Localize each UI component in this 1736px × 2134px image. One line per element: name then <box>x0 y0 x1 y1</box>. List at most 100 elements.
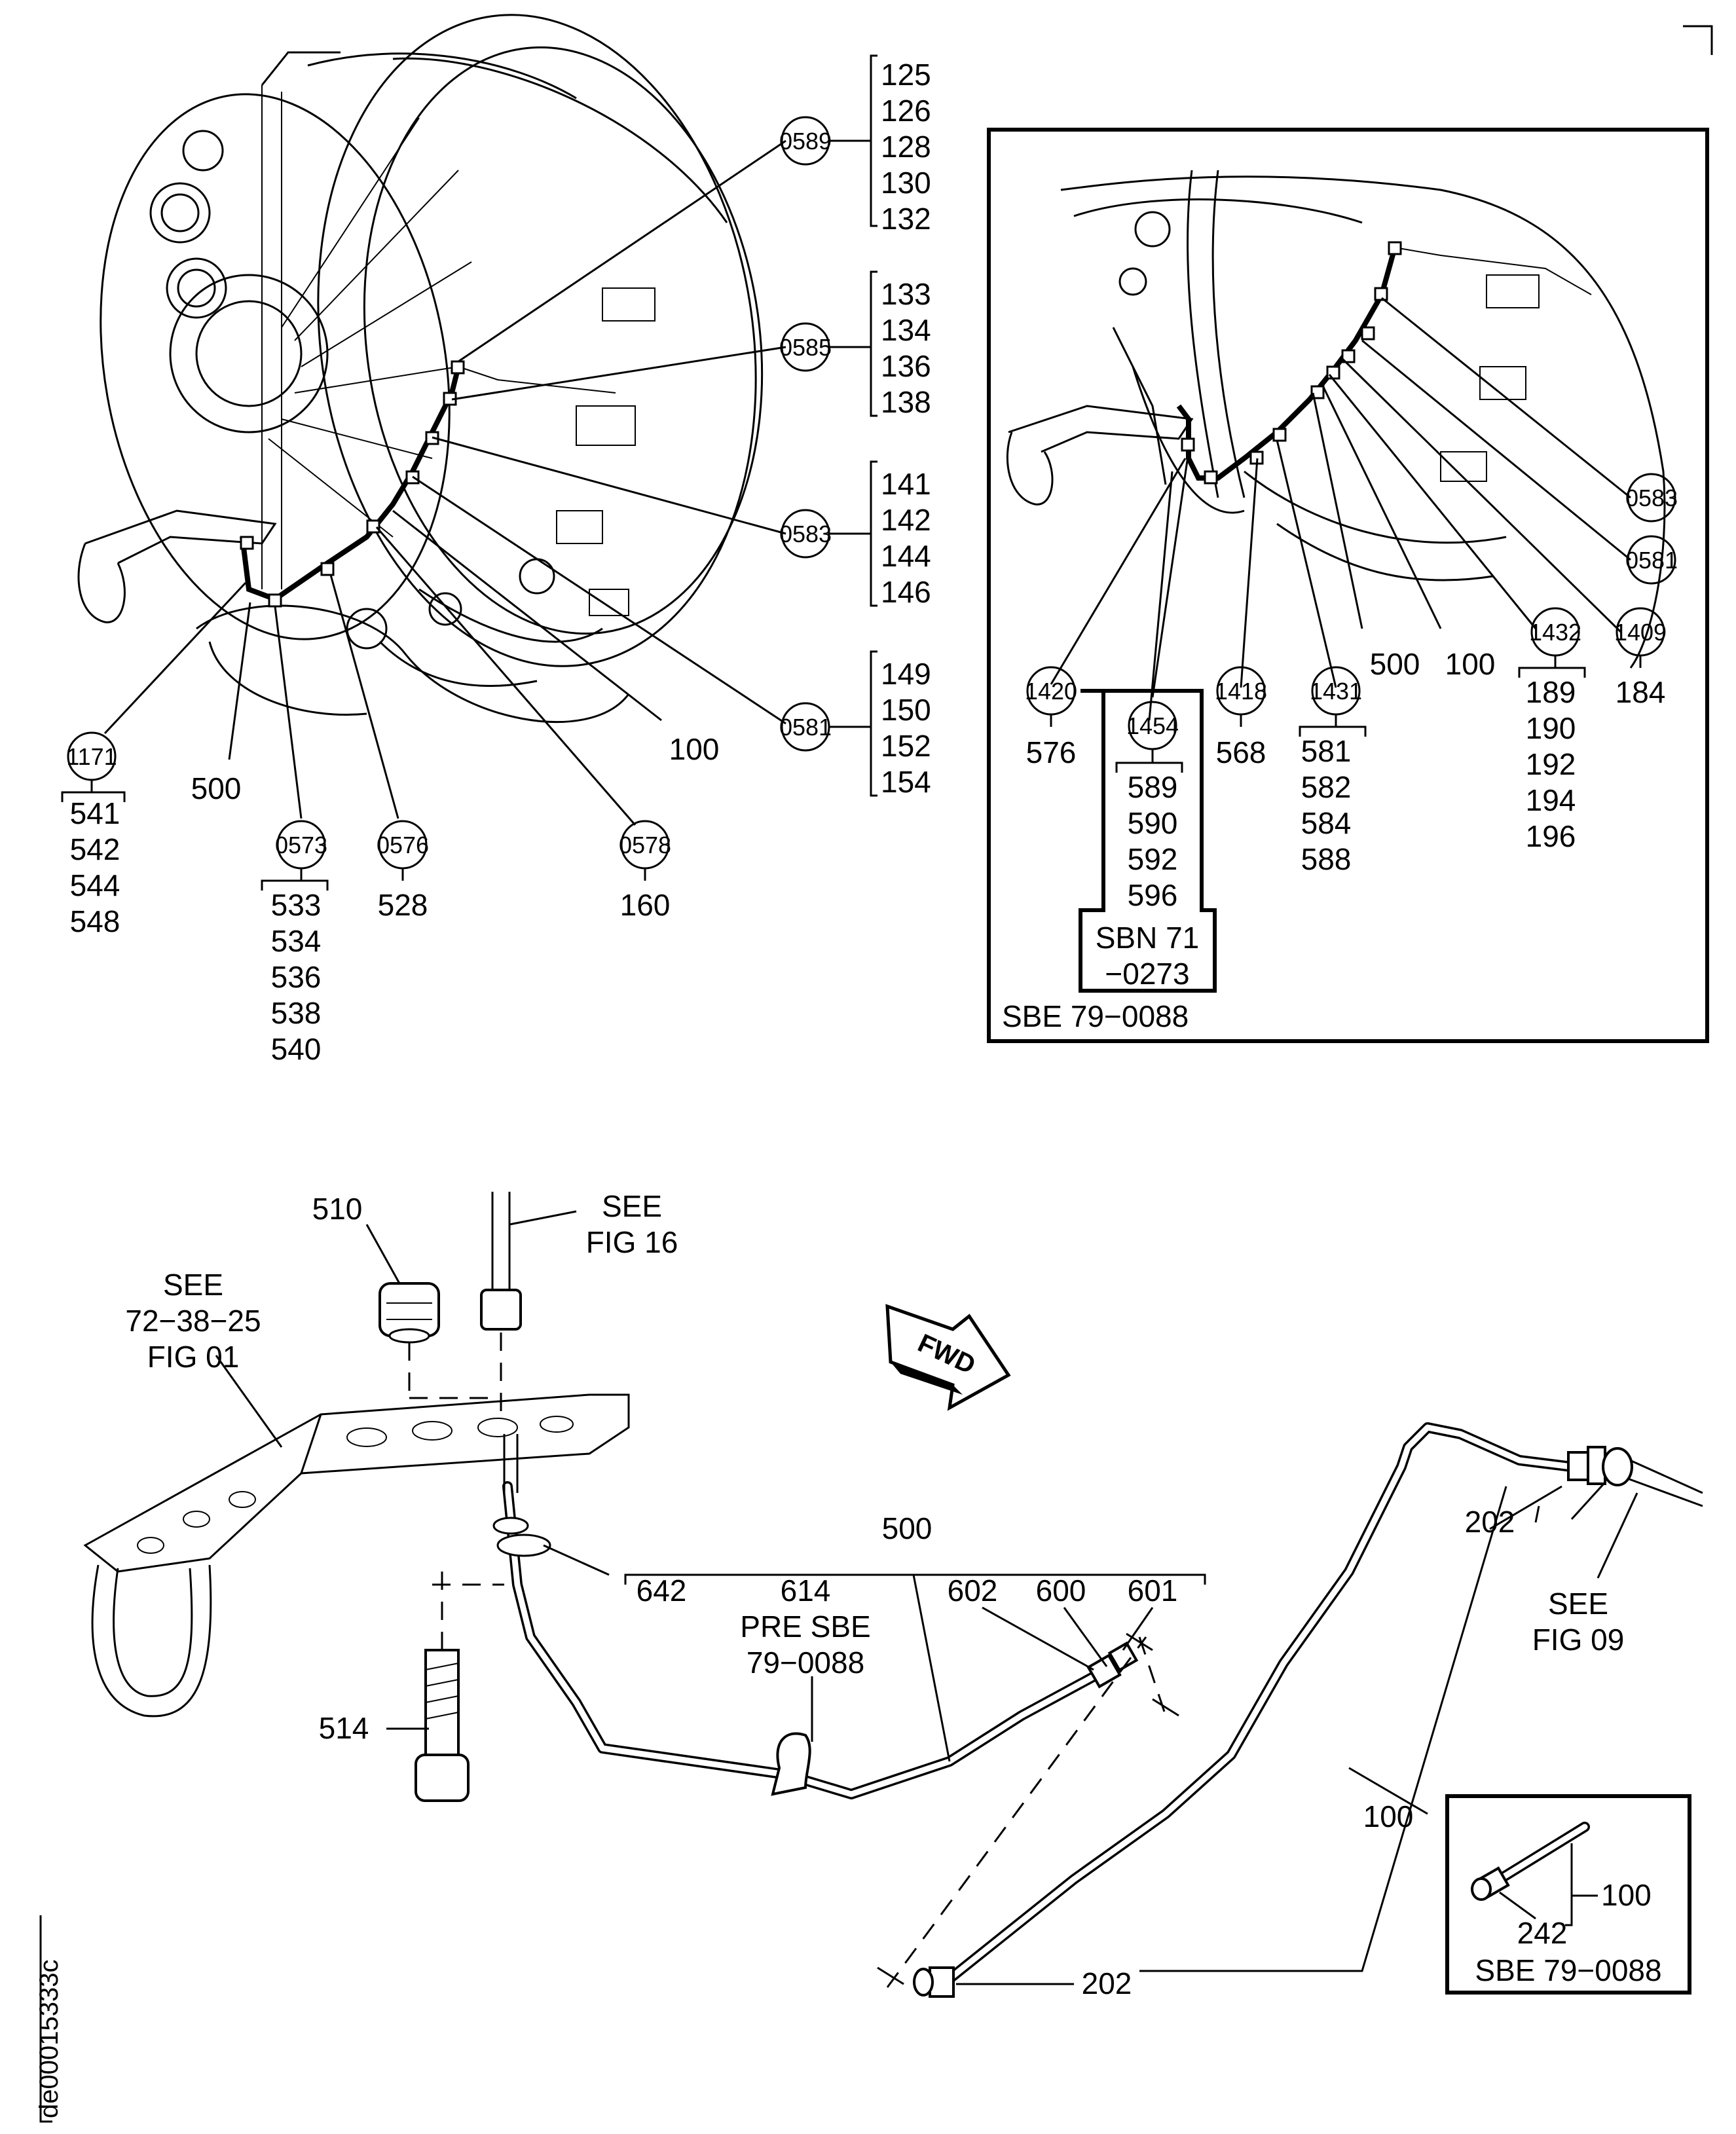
part-510: 510 <box>312 1192 363 1226</box>
pre-sbe-line2: 79−0088 <box>747 1646 864 1680</box>
inset-callout-1409: 1409 184 <box>1614 607 1667 709</box>
part-number: 582 <box>1301 770 1352 804</box>
inset-part-100: 100 <box>1601 1878 1652 1912</box>
part-number: 160 <box>620 888 671 922</box>
part-number: 190 <box>1526 711 1576 745</box>
inset-callout-0583: 0583 <box>1625 473 1678 523</box>
inset-frame <box>1445 1794 1691 1995</box>
callout-id: 0576 <box>377 832 429 858</box>
part-number: 184 <box>1616 675 1666 709</box>
part-number: 154 <box>881 765 931 799</box>
inset-caption: SBE 79−0088 <box>1002 999 1189 1033</box>
part-number: 548 <box>70 904 120 938</box>
part-number: 596 <box>1128 878 1178 912</box>
callout-id: 0578 <box>619 832 671 858</box>
part-number: 194 <box>1526 783 1576 817</box>
part-number: 192 <box>1526 747 1576 781</box>
part-number: 533 <box>271 888 322 922</box>
inset-callout-1420: 1420 576 <box>1025 666 1077 769</box>
fwd-arrow-icon: FWD <box>885 1304 1011 1411</box>
callout-id: 1454 <box>1126 712 1179 739</box>
part-number: 544 <box>70 868 120 902</box>
doc-id: de00015333c <box>35 1960 64 2118</box>
inset-harness-clips <box>1181 241 1402 485</box>
part-number: 536 <box>271 960 322 994</box>
part-number: 128 <box>881 130 931 164</box>
part-number: 581 <box>1301 734 1352 768</box>
see-72-38-25-line2: 72−38−25 <box>125 1304 261 1338</box>
part-202-lower: 202 <box>1082 1966 1132 2000</box>
part-600: 600 <box>1036 1573 1086 1608</box>
part-number: 126 <box>881 94 931 128</box>
inset-part-242: 242 <box>1517 1916 1568 1950</box>
exploded-view <box>83 1192 1703 1998</box>
label-100: 100 <box>669 732 720 766</box>
callout-id: 0589 <box>779 128 832 155</box>
sbn-line-2: −0273 <box>1105 957 1189 991</box>
inset-callout-1454: 1454 589 590 592 596 SBN 71 −0273 <box>1079 689 1217 993</box>
part-642: 642 <box>637 1573 687 1608</box>
inset-sbe-79-0088-top <box>987 128 1709 1043</box>
callout-1171: 1171 541 542 544 548 <box>61 731 126 938</box>
harness-clips <box>240 360 465 608</box>
see-fig16-line2: FIG 16 <box>586 1225 678 1259</box>
part-602: 602 <box>948 1573 998 1608</box>
callout-id: 0581 <box>779 714 832 741</box>
part-number: 528 <box>378 888 428 922</box>
part-number: 152 <box>881 729 931 763</box>
part-number: 133 <box>881 277 931 311</box>
pre-sbe-line1: PRE SBE <box>740 1610 870 1644</box>
part-number: 130 <box>881 166 931 200</box>
part-number: 149 <box>881 657 931 691</box>
see-fig09-line1: SEE <box>1548 1587 1608 1621</box>
callout-id: 1171 <box>66 743 117 770</box>
callout-id: 0581 <box>1625 547 1678 574</box>
inset-callout-0581: 0581 <box>1625 535 1678 585</box>
part-number: 134 <box>881 313 931 347</box>
sbn-line-1: SBN 71 <box>1096 921 1200 955</box>
part-100: 100 <box>1363 1799 1414 1833</box>
callout-0576: 0576 528 <box>377 820 429 922</box>
part-number: 534 <box>271 924 322 958</box>
inset-callout-1431: 1431 581 582 584 588 <box>1299 666 1367 876</box>
inset-callout-1418: 1418 568 <box>1215 666 1267 769</box>
inset-label-100: 100 <box>1445 647 1496 681</box>
inset-sbe-79-0088-bottom: 100 242 SBE 79−0088 <box>1445 1794 1691 1995</box>
callout-id: 1420 <box>1025 678 1077 705</box>
callout-id: 0583 <box>1625 485 1678 511</box>
see-fig16-line1: SEE <box>602 1189 662 1223</box>
part-number: 141 <box>881 467 931 501</box>
inset-bottom-caption: SBE 79−0088 <box>1475 1953 1661 1987</box>
callout-id: 1418 <box>1215 678 1267 705</box>
part-number: 576 <box>1026 735 1077 769</box>
part-614: 614 <box>781 1573 831 1608</box>
callout-id: 0573 <box>275 832 327 858</box>
part-number: 592 <box>1128 842 1178 876</box>
callout-id: 1431 <box>1310 678 1362 705</box>
see-72-38-25-line3: FIG 01 <box>147 1340 240 1374</box>
callout-0578: 0578 160 <box>619 820 671 922</box>
part-number: 538 <box>271 996 322 1030</box>
callout-id: 1432 <box>1529 619 1581 646</box>
part-514: 514 <box>319 1711 369 1745</box>
part-202-upper: 202 <box>1465 1505 1515 1539</box>
corner-mark <box>1683 25 1713 55</box>
inset-label-500: 500 <box>1370 647 1420 681</box>
part-number: 568 <box>1216 735 1266 769</box>
part-number: 142 <box>881 503 931 537</box>
part-number: 125 <box>881 58 931 92</box>
part-number: 588 <box>1301 842 1352 876</box>
callout-id: 0583 <box>779 521 832 547</box>
inset-callout-1432: 1432 189 190 192 194 196 <box>1518 607 1586 853</box>
part-number: 144 <box>881 539 931 573</box>
callout-0581: 0581 149 150 152 154 <box>779 650 931 799</box>
callout-0589: 0589 125 126 128 130 132 <box>779 54 931 236</box>
part-number: 584 <box>1301 806 1352 840</box>
callout-0573: 0573 533 534 536 538 540 <box>261 820 329 1066</box>
part-number: 132 <box>881 202 931 236</box>
part-number: 541 <box>70 796 120 830</box>
part-number: 138 <box>881 385 931 419</box>
part-number: 589 <box>1128 770 1178 804</box>
part-number: 150 <box>881 693 931 727</box>
